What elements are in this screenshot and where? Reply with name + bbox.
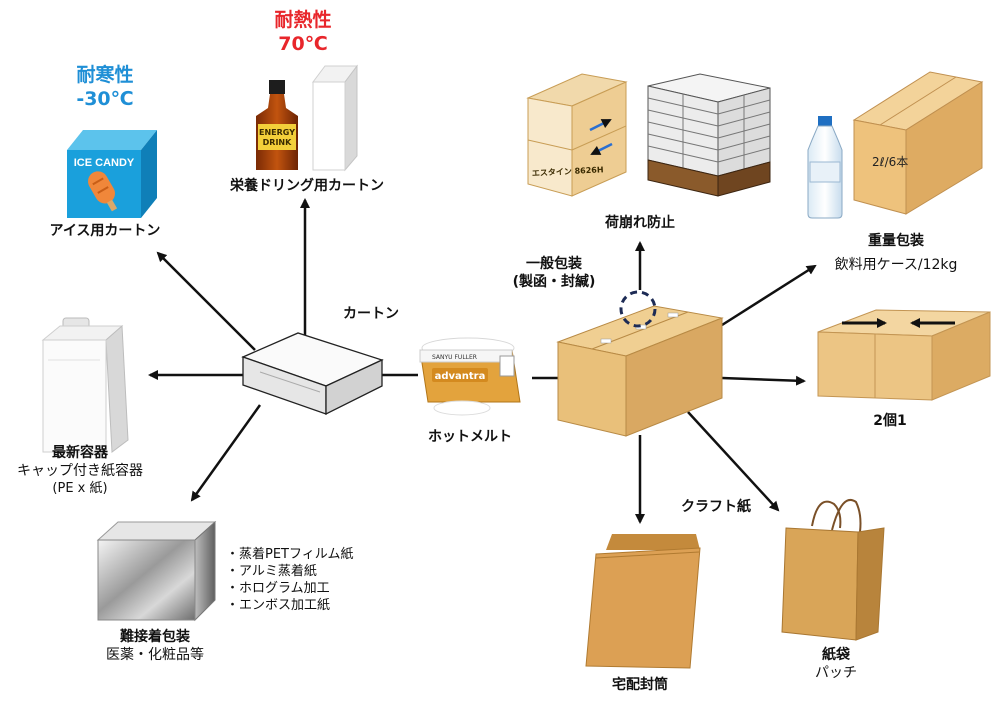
cold-resistance-title: 耐寒性: [76, 64, 134, 86]
arrow-to-heavy: [721, 264, 817, 327]
heavy-packaging-title: 重量包装: [868, 233, 924, 249]
stacked-box-text: エスタイン 8626H: [532, 164, 604, 178]
stacked-boxes: エスタイン 8626H: [526, 73, 628, 197]
energy-bottle-text-2: DRINK: [263, 138, 292, 147]
white-carton-flat: [241, 332, 384, 416]
arrow-to-hard-bond: [190, 404, 262, 502]
product-brand: SANYU FULLER: [432, 354, 477, 361]
paper-carton-container: [41, 317, 129, 453]
hotmelt-product-bag: SANYU FULLER advantra: [419, 337, 521, 416]
kraft-paper-label: クラフト紙: [681, 499, 751, 515]
hard-bond-bullet-4: ・エンボス加工紙: [226, 598, 331, 613]
cold-resistance-value: -30℃: [76, 88, 134, 110]
two-in-one-label: 2個1: [873, 413, 907, 429]
kraft-envelope: [585, 534, 701, 669]
heat-resistance-title: 耐熱性: [274, 9, 332, 31]
general-packaging-sub: (製函・封緘): [512, 274, 596, 290]
hard-bond-bullet-3: ・ホログラム加工: [226, 581, 330, 596]
ice-candy-box: ICE CANDY: [67, 130, 157, 218]
paper-bag-sub: パッチ: [815, 665, 857, 681]
central-cardboard-box: [556, 290, 724, 437]
water-bottle: [807, 116, 843, 219]
envelope-label: 宅配封筒: [612, 677, 668, 693]
paper-bag-title: 紙袋: [822, 647, 850, 663]
ice-candy-box-text: ICE CANDY: [74, 157, 135, 169]
connectors: [148, 198, 817, 524]
arrow-to-two-in-one: [721, 375, 806, 386]
arrow-to-ice-carton: [156, 251, 256, 351]
hard-bond-bullet-1: ・蒸着PETフィルム紙: [226, 547, 354, 562]
two-in-one-box: [817, 309, 991, 401]
general-packaging-title: 一般包装: [526, 256, 582, 272]
heavy-case-box: 2ℓ/6本: [852, 71, 984, 215]
cap-container-sub1: キャップ付き紙容器: [17, 463, 143, 479]
product-name: advantra: [435, 371, 486, 382]
ice-carton-label: アイス用カートン: [49, 223, 161, 239]
heavy-box-text: 2ℓ/6本: [872, 155, 908, 169]
arrow-to-paper-bag: [687, 411, 780, 512]
energy-bottle-text-1: ENERGY: [259, 128, 295, 137]
cap-container-sub2: (PE x 紙): [52, 481, 108, 496]
metallic-box: [96, 520, 217, 622]
hard-bond-bullet-2: ・アルミ蒸着紙: [226, 564, 317, 579]
energy-carton-label: 栄養ドリング用カートン: [230, 178, 384, 194]
pallet-bags: [647, 73, 771, 197]
carton-label: カートン: [343, 306, 399, 322]
cap-container-title: 最新容器: [52, 445, 108, 461]
anti-collapse-label: 荷崩れ防止: [605, 215, 675, 231]
heavy-packaging-sub: 飲料用ケース/12kg: [834, 257, 958, 273]
hotmelt-label: ホットメルト: [428, 429, 512, 445]
kraft-paper-bag: [781, 499, 885, 641]
heat-resistance-value: 70℃: [278, 33, 328, 55]
hard-bond-title: 難接着包装: [120, 629, 190, 645]
energy-drink-illustration: ENERGY DRINK: [256, 64, 358, 172]
hard-bond-sub: 医薬・化粧品等: [106, 647, 204, 663]
